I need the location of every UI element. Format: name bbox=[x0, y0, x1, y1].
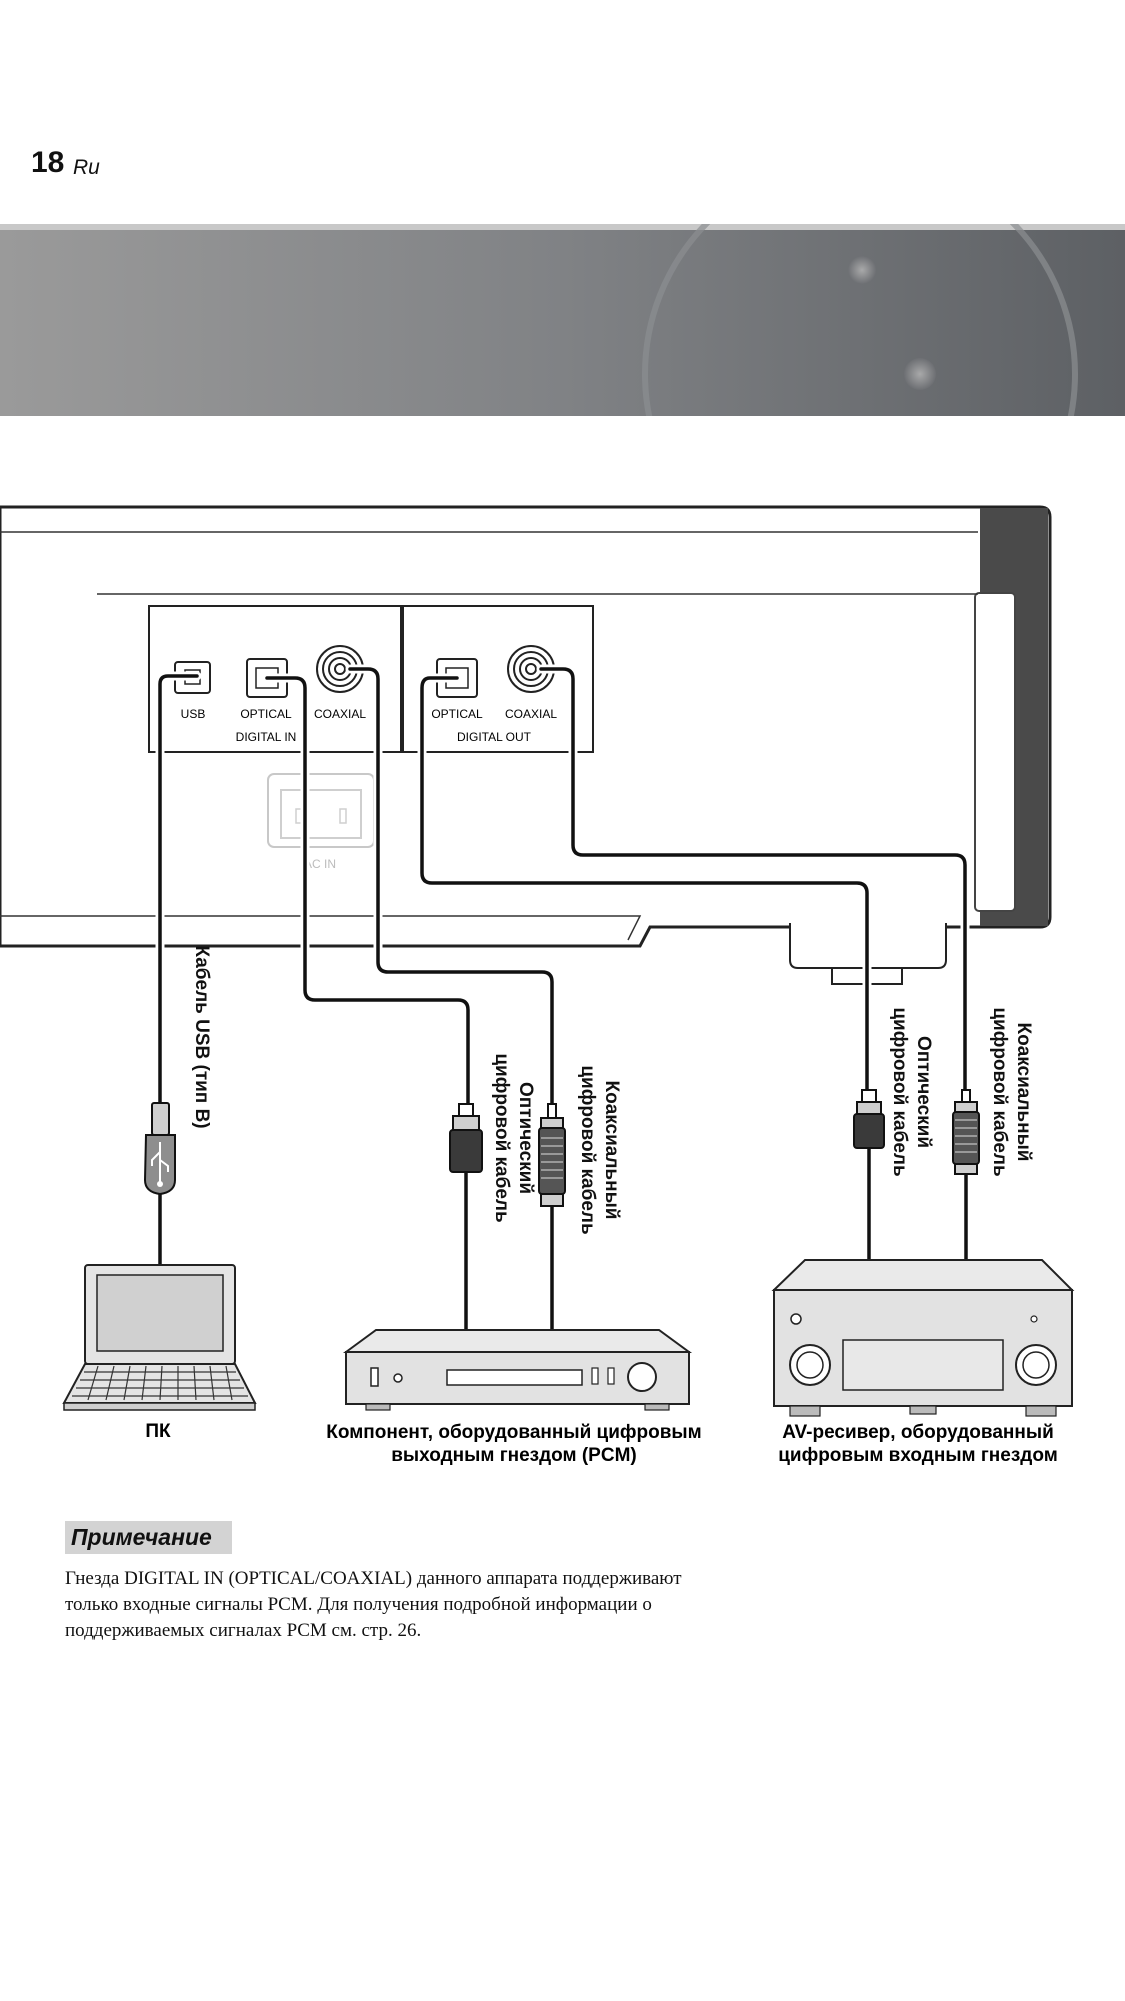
coaxial-in-plug bbox=[538, 1103, 566, 1207]
digital-in-label: DIGITAL IN bbox=[236, 730, 297, 744]
usb-cable-label: Кабель USB (тип B) bbox=[191, 945, 212, 1128]
page-language: Ru bbox=[73, 156, 100, 179]
optical-in-plug bbox=[449, 1103, 483, 1173]
banner-knob bbox=[904, 358, 936, 390]
coaxial-out-cable bbox=[539, 667, 967, 1102]
banner-dial bbox=[642, 224, 1078, 416]
component-label: выходным гнездом (PCM) bbox=[391, 1445, 636, 1466]
laptop-pc bbox=[62, 1264, 257, 1411]
coaxial-in-cable-label: Коаксиальный bbox=[601, 1081, 622, 1220]
header-banner bbox=[0, 224, 1125, 416]
optical-in-cable bbox=[265, 676, 470, 1112]
receiver-label: цифровым входным гнездом bbox=[778, 1445, 1058, 1466]
digital-out-label: DIGITAL OUT bbox=[457, 730, 532, 744]
coaxial-out-label: COAXIAL bbox=[505, 707, 557, 721]
note-line: поддерживаемых сигналах PCM см. стр. 26. bbox=[65, 1620, 422, 1641]
usb-label: USB bbox=[181, 707, 206, 721]
optical-out-label: OPTICAL bbox=[431, 707, 483, 721]
component-device bbox=[342, 1329, 693, 1411]
optical-in-cable-label: цифровой кабель bbox=[491, 1053, 512, 1222]
note-line: Гнезда DIGITAL IN (OPTICAL/COAXIAL) данн… bbox=[65, 1568, 682, 1589]
component-label: Компонент, оборудованный цифровым bbox=[326, 1422, 701, 1443]
ac-in-label: AC IN bbox=[304, 857, 336, 871]
note-heading: Примечание bbox=[65, 1521, 232, 1554]
note-line: только входные сигналы PCM. Для получени… bbox=[65, 1594, 652, 1615]
connection-diagram: AC IN USB OPTICAL COAXIAL DIGITAL IN OPT… bbox=[0, 505, 1075, 1466]
coaxial-out-cable-label: цифровой кабель bbox=[989, 1007, 1010, 1176]
optical-out-cable bbox=[420, 676, 869, 1102]
coaxial-out-plug bbox=[952, 1089, 980, 1175]
coaxial-in-cable bbox=[348, 667, 554, 1112]
note-text: Гнезда DIGITAL IN (OPTICAL/COAXIAL) данн… bbox=[65, 1566, 785, 1644]
usb-plug bbox=[143, 1102, 176, 1196]
av-receiver bbox=[771, 1259, 1075, 1417]
optical-in-label: OPTICAL bbox=[240, 707, 292, 721]
coaxial-in-label: COAXIAL bbox=[314, 707, 366, 721]
coaxial-in-cable-label: цифровой кабель bbox=[577, 1065, 598, 1234]
pc-label: ПК bbox=[145, 1421, 171, 1442]
receiver-label: AV-ресивер, оборудованный bbox=[782, 1422, 1054, 1443]
optical-out-plug bbox=[853, 1089, 885, 1149]
coaxial-out-cable-label: Коаксиальный bbox=[1013, 1023, 1034, 1162]
usb-cable bbox=[158, 674, 199, 1112]
optical-in-cable-label: Оптический bbox=[515, 1082, 536, 1194]
optical-out-cable-label: Оптический bbox=[913, 1036, 934, 1148]
banner-knob bbox=[848, 256, 876, 284]
optical-out-cable-label: цифровой кабель bbox=[889, 1007, 910, 1176]
page-number: 18 bbox=[31, 146, 65, 179]
